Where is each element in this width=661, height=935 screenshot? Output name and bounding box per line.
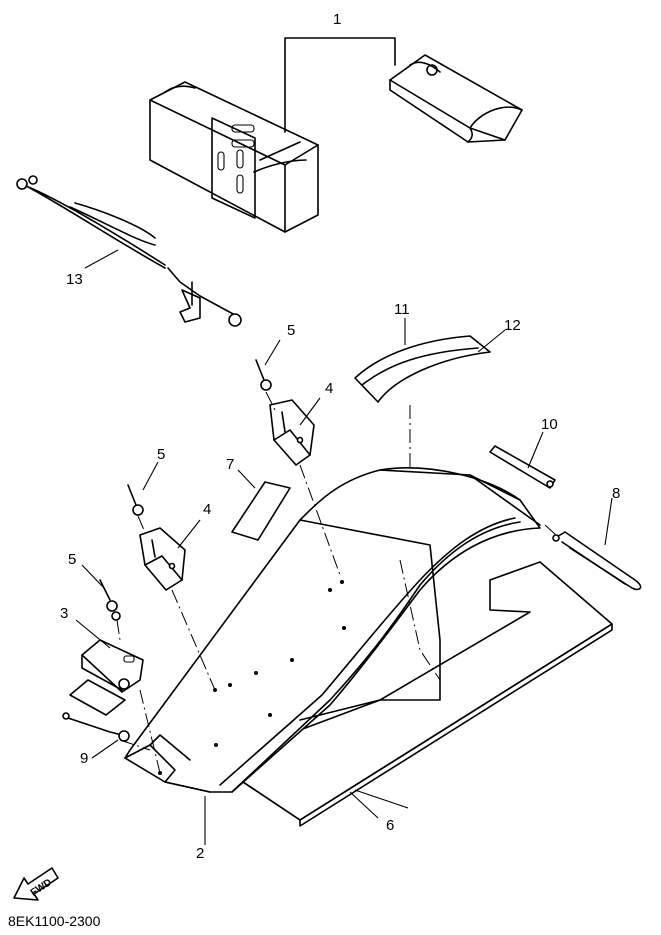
forward-arrow-icon: FWD	[13, 867, 59, 901]
callout-1-leader	[284, 37, 396, 133]
screw-upper-part	[255, 359, 272, 391]
diagram-code: 8EK1100-2300	[8, 913, 101, 929]
leader-lines	[75, 249, 613, 845]
alignment-lines	[116, 391, 557, 774]
callout-11: 11	[394, 301, 410, 318]
callout-6: 6	[386, 817, 394, 834]
callout-5-middle: 5	[157, 446, 165, 463]
decal-part	[354, 335, 491, 403]
screw-lower-part	[99, 579, 121, 621]
callout-4-upper: 4	[325, 380, 333, 397]
callout-5-lower: 5	[68, 551, 76, 568]
callout-9: 9	[80, 750, 88, 767]
tool-bag-part	[149, 81, 319, 233]
callout-10: 10	[541, 416, 558, 433]
strap-part	[489, 445, 556, 489]
cable-lock-part	[16, 175, 242, 327]
tool-pouch-part	[389, 54, 523, 143]
lock-plate-part	[62, 679, 130, 742]
callout-12: 12	[504, 317, 521, 334]
carrier-body-part	[124, 467, 541, 793]
clamp-part	[81, 639, 144, 693]
callout-2: 2	[196, 845, 204, 862]
callout-4-lower: 4	[203, 501, 211, 518]
screw-middle-part	[127, 484, 144, 516]
bottom-tray-part	[239, 561, 613, 827]
callout-7: 7	[226, 456, 234, 473]
callout-1: 1	[333, 11, 341, 28]
bracket-upper-part	[269, 399, 315, 466]
mounting-holes	[158, 580, 346, 775]
pin-part	[552, 531, 642, 591]
pad-part	[231, 481, 291, 541]
callout-13: 13	[66, 271, 83, 288]
callout-8: 8	[612, 485, 620, 502]
callout-5-upper: 5	[287, 322, 295, 339]
bracket-lower-part	[139, 527, 186, 591]
callout-3: 3	[60, 605, 68, 622]
